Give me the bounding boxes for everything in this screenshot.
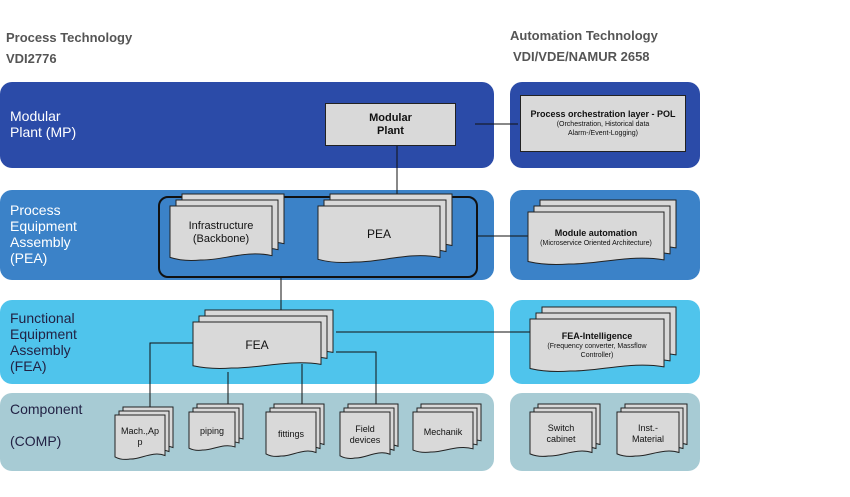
component-field-devices: Field devices bbox=[339, 403, 399, 459]
modular-plant-box: Modular Plant bbox=[325, 103, 456, 146]
pea-label: PEA bbox=[366, 227, 391, 241]
automation-technology-standard: VDI/VDE/NAMUR 2658 bbox=[513, 49, 650, 64]
infrastructure-label: Infrastructure (Backbone) bbox=[188, 220, 254, 245]
component-mechanik: Mechanik bbox=[412, 403, 482, 453]
document-stack-icon bbox=[114, 406, 174, 460]
document-stack-icon bbox=[529, 306, 677, 372]
document-stack-icon bbox=[265, 403, 325, 457]
component-fittings: fittings bbox=[265, 403, 325, 457]
document-page-shape bbox=[412, 411, 474, 453]
component-piping: piping bbox=[188, 403, 244, 451]
document-stack-icon bbox=[529, 403, 601, 457]
component-label: Inst.- Material bbox=[631, 423, 664, 444]
document-page-shape bbox=[529, 318, 665, 372]
fea-intelligence-detail: (Frequency converter, Massflow Controlle… bbox=[547, 342, 647, 359]
fea-intelligence-stack: FEA-Intelligence (Frequency converter, M… bbox=[529, 306, 677, 372]
document-stack-icon bbox=[339, 403, 399, 459]
infrastructure-stack: Infrastructure (Backbone) bbox=[169, 193, 285, 262]
process-technology-header: Process Technology VDI2776 bbox=[6, 30, 132, 67]
module-automation-stack: Module automation (Microservice Oriented… bbox=[527, 199, 677, 265]
pol-title: Process orchestration layer - POL bbox=[530, 109, 676, 119]
document-stack-icon bbox=[188, 403, 244, 451]
pol-detail: (Orchestration, Historical data Alarm-/E… bbox=[556, 121, 650, 137]
process-technology-title: Process Technology bbox=[6, 30, 133, 45]
module-automation-title: Module automation bbox=[554, 228, 638, 238]
document-page-shape bbox=[114, 414, 166, 460]
fea-intelligence-text: FEA-Intelligence (Frequency converter, M… bbox=[530, 319, 664, 371]
document-stack-icon bbox=[192, 309, 334, 369]
component-mach-app: Mach.,Ap p bbox=[114, 406, 174, 460]
document-stack-icon bbox=[412, 403, 482, 453]
document-stack-icon bbox=[169, 193, 285, 262]
component-switch-cabinet: Switch cabinet bbox=[529, 403, 601, 457]
automation-technology-title: Automation Technology bbox=[510, 28, 658, 43]
document-page-shape bbox=[265, 411, 317, 457]
component-inst-material: Inst.- Material bbox=[616, 403, 688, 457]
component-label: piping bbox=[199, 425, 225, 436]
document-page-shape bbox=[169, 205, 273, 262]
document-page-shape bbox=[616, 411, 680, 457]
pea-stack: PEA bbox=[317, 193, 453, 264]
fea-intelligence-title: FEA-Intelligence bbox=[561, 330, 633, 341]
comp-layer-label: Component (COMP) bbox=[10, 401, 83, 449]
mp-layer-label: Modular Plant (MP) bbox=[10, 108, 77, 140]
document-page-shape bbox=[527, 211, 665, 265]
connector-fea-mach bbox=[149, 342, 196, 415]
component-label: Field devices bbox=[349, 424, 381, 445]
component-label: Mach.,Ap p bbox=[120, 426, 160, 447]
component-label: fittings bbox=[277, 428, 304, 439]
document-stack-icon bbox=[317, 193, 453, 264]
document-page-shape bbox=[339, 411, 391, 459]
fea-label: FEA bbox=[245, 338, 269, 352]
pol-box: Process orchestration layer - POL (Orche… bbox=[520, 95, 686, 152]
document-stack-icon bbox=[616, 403, 688, 457]
process-technology-standard: VDI2776 bbox=[6, 51, 57, 66]
document-page-shape bbox=[529, 411, 593, 457]
comp-layer-band bbox=[0, 393, 494, 471]
component-label: Mechanik bbox=[423, 426, 463, 437]
module-automation-detail: (Microservice Oriented Architecture) bbox=[540, 240, 652, 247]
module-automation-text: Module automation (Microservice Oriented… bbox=[528, 212, 664, 264]
document-page-shape bbox=[192, 321, 322, 369]
document-stack-icon bbox=[527, 199, 677, 265]
document-page-shape bbox=[188, 411, 236, 451]
document-page-shape bbox=[317, 205, 441, 264]
fea-layer-label: Functional Equipment Assembly (FEA) bbox=[10, 310, 77, 374]
pea-layer-label: Process Equipment Assembly (PEA) bbox=[10, 202, 77, 266]
fea-stack: FEA bbox=[192, 309, 334, 369]
component-label: Switch cabinet bbox=[546, 423, 576, 444]
automation-technology-header: Automation Technology VDI/VDE/NAMUR 2658 bbox=[510, 28, 658, 65]
connector-fea-field-devices bbox=[336, 351, 377, 410]
